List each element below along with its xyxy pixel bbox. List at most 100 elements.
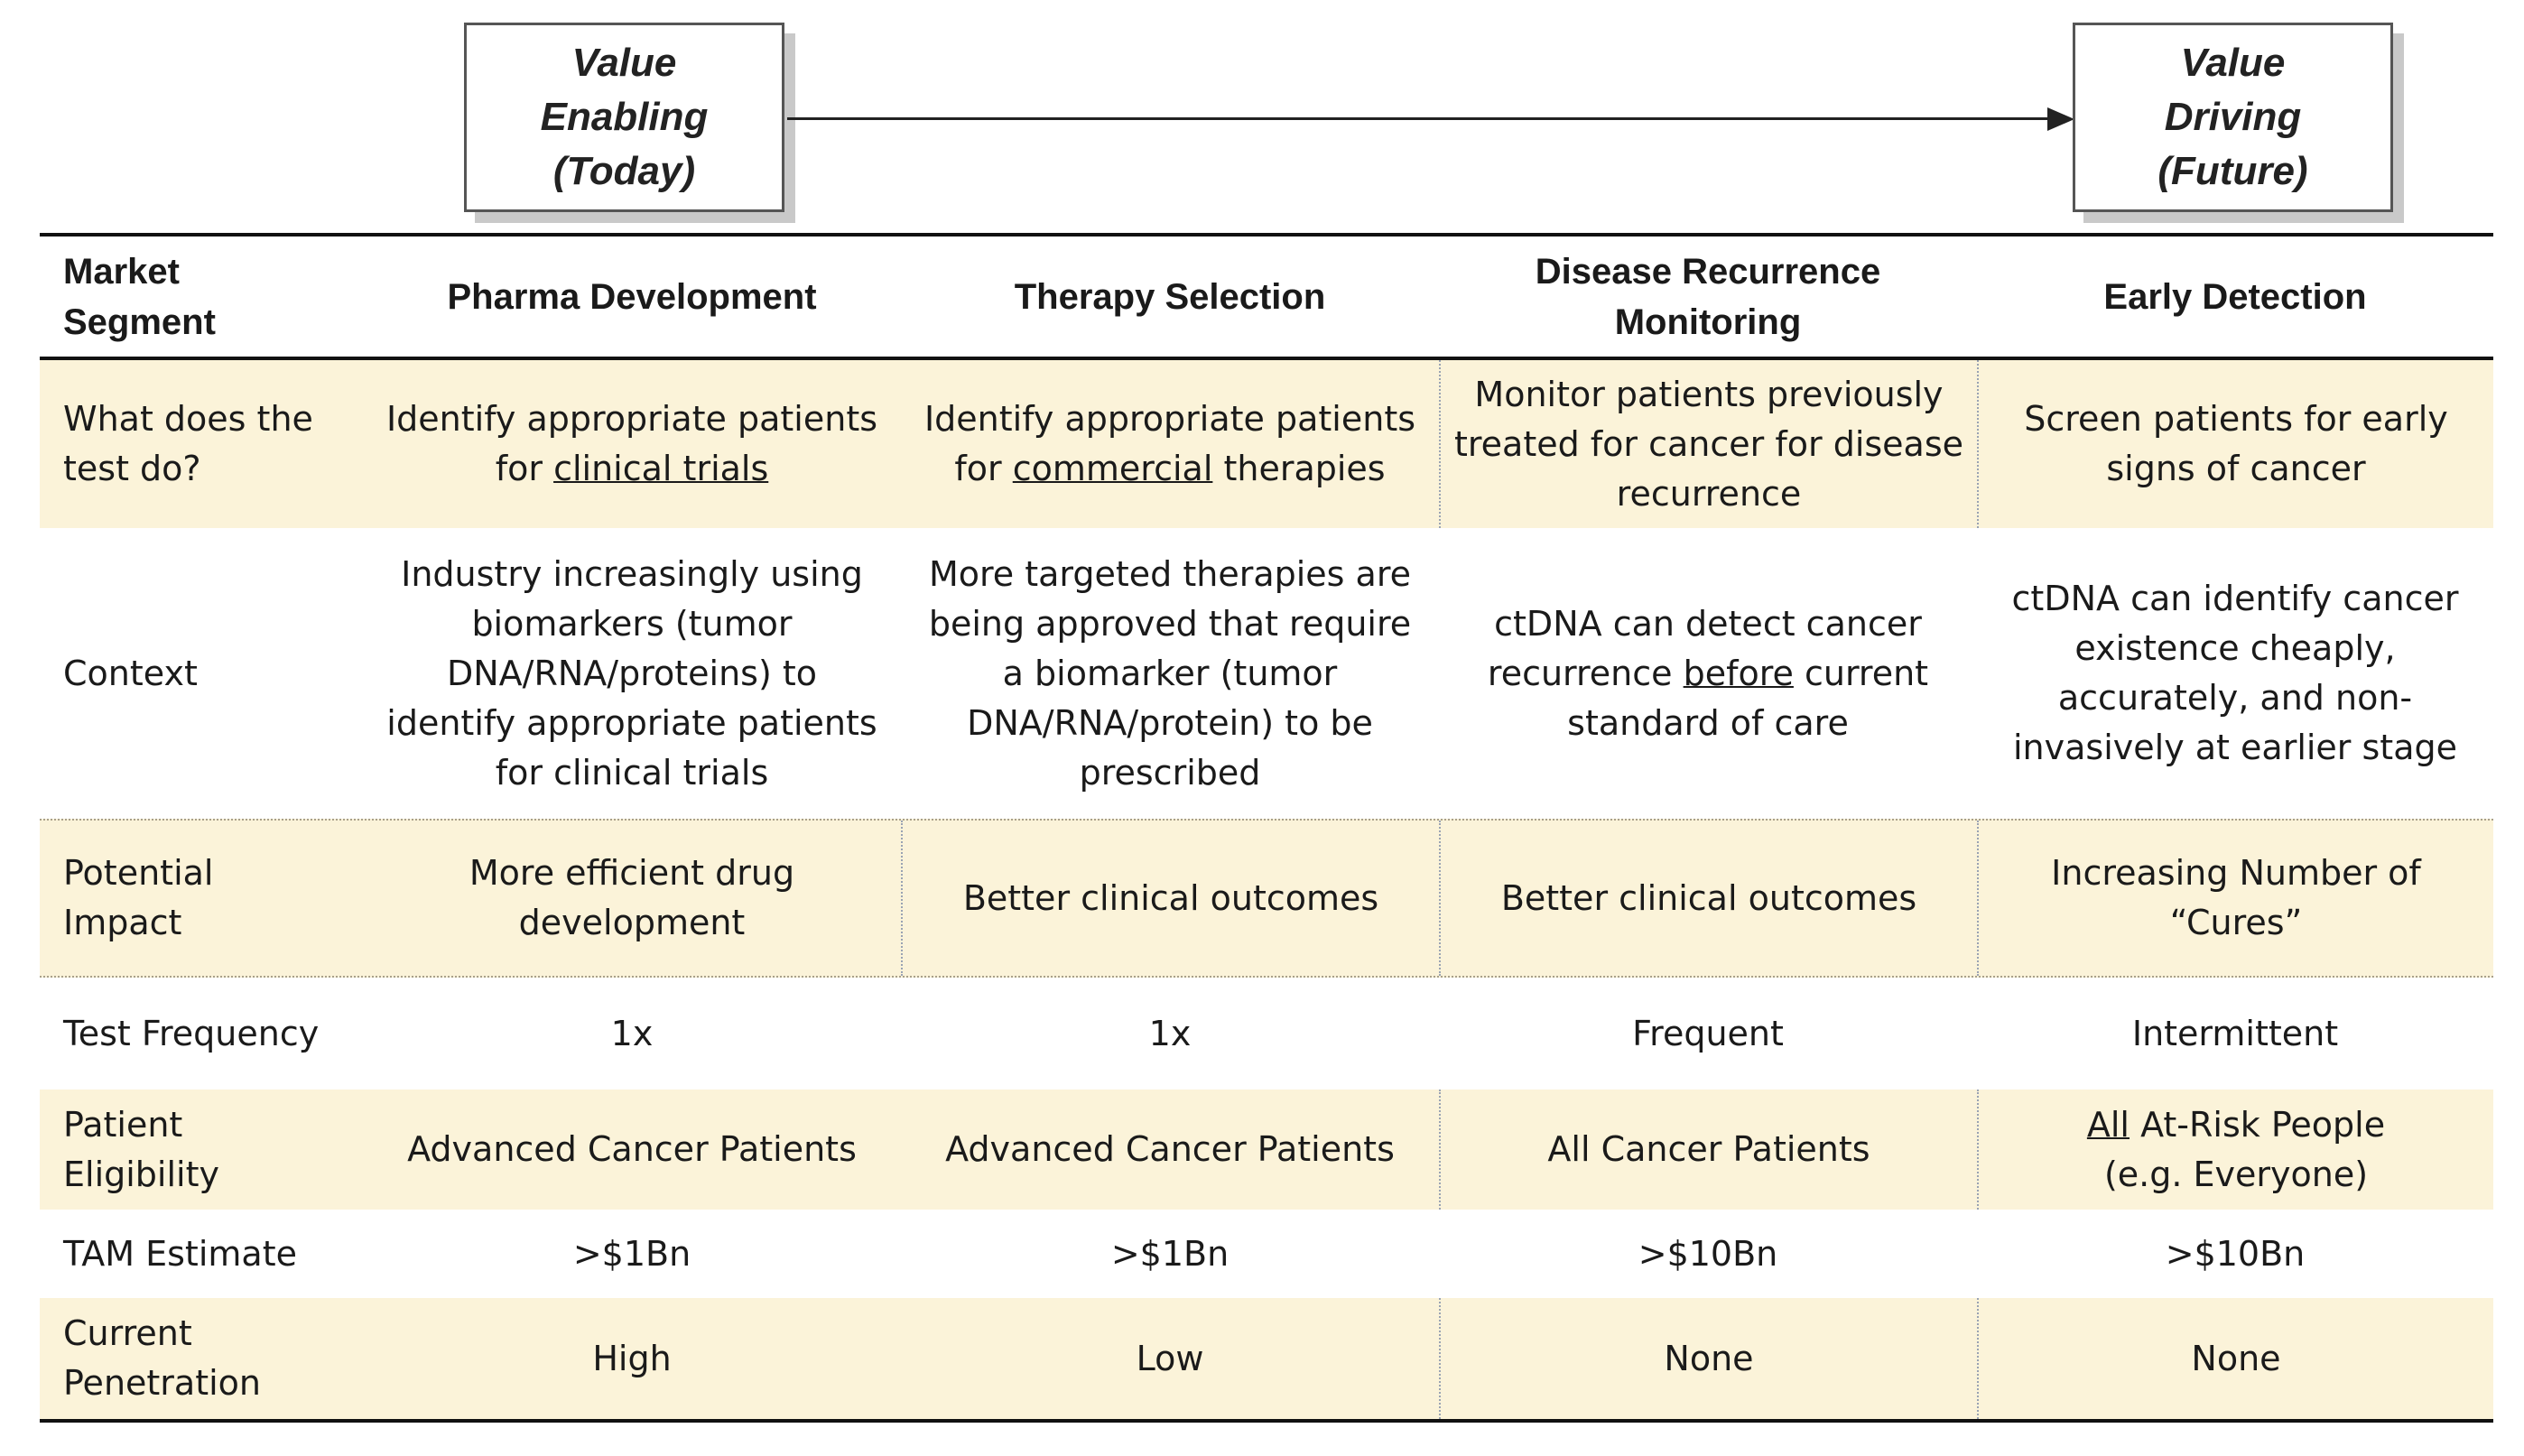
text: Identify appropriate patients bbox=[923, 399, 1416, 439]
table-cell: Identify appropriate patients for clinica… bbox=[363, 360, 901, 528]
table-cell: High bbox=[592, 1338, 672, 1378]
underlined-text: before bbox=[1683, 653, 1794, 693]
table-cell: ctDNA can detect cancer recurrence before… bbox=[1439, 528, 1977, 819]
table-cell: Identify appropriate patients for commerc… bbox=[901, 360, 1439, 528]
text: for clinical trials bbox=[495, 752, 769, 793]
text: Current bbox=[63, 1313, 192, 1353]
table-cell: Industry increasingly using biomarkers (t… bbox=[363, 528, 901, 819]
text: recurrence bbox=[1487, 653, 1684, 693]
table-cell: Advanced Cancer Patients bbox=[945, 1129, 1395, 1169]
text: signs of cancer bbox=[2106, 449, 2366, 488]
row-label: Context bbox=[63, 653, 198, 693]
text: for bbox=[954, 449, 1013, 488]
text: identify appropriate patients bbox=[386, 702, 877, 743]
table-cell: Better clinical outcomes bbox=[901, 821, 1439, 976]
text: Screen patients for early bbox=[2024, 399, 2448, 439]
underlined-text: commercial bbox=[1012, 449, 1213, 488]
text: DNA/RNA/proteins) to bbox=[446, 653, 818, 693]
box-line: Value bbox=[571, 41, 677, 85]
text: Penetration bbox=[63, 1363, 262, 1403]
table-cell: All At-Risk People(e.g. Everyone) bbox=[1977, 1090, 2493, 1210]
value-enabling-box: Value Enabling (Today) bbox=[464, 23, 784, 212]
table-cell: Frequent bbox=[1632, 1013, 1784, 1053]
table-cell: Better clinical outcomes bbox=[1439, 821, 1977, 976]
text: ctDNA can identify cancer bbox=[2011, 579, 2459, 618]
header-early-detection: Early Detection bbox=[2103, 276, 2367, 317]
table-cell: >$10Bn bbox=[1638, 1233, 1778, 1274]
text: Patient bbox=[63, 1104, 183, 1145]
table-cell: >$1Bn bbox=[1110, 1233, 1230, 1274]
row-label: TAM Estimate bbox=[63, 1233, 297, 1274]
box-line: Enabling bbox=[540, 95, 709, 139]
table-cell: >$10Bn bbox=[2165, 1233, 2306, 1274]
text: At-Risk People bbox=[2130, 1104, 2386, 1145]
text: What does the bbox=[63, 399, 313, 439]
table-cell: None bbox=[1439, 1298, 1977, 1419]
table-cell: Low bbox=[1136, 1338, 1204, 1378]
text: invasively at earlier stage bbox=[2013, 728, 2457, 767]
table-cell: Increasing Number of “Cures” bbox=[1977, 821, 2493, 976]
text: for bbox=[495, 449, 554, 488]
text: therapies bbox=[1212, 449, 1386, 488]
text: development bbox=[518, 903, 746, 942]
text: a biomarker (tumor bbox=[1002, 653, 1338, 693]
row-context: Context Industry increasingly using bioma… bbox=[40, 528, 2493, 819]
text: DNA/RNA/protein) to be bbox=[967, 702, 1373, 743]
text: recurrence bbox=[1616, 473, 1802, 514]
box-line: Driving bbox=[2164, 95, 2302, 139]
text: accurately, and non- bbox=[2057, 678, 2413, 718]
table-cell: 1x bbox=[610, 1013, 654, 1053]
text: Disease Recurrence bbox=[1535, 251, 1881, 292]
text: More efficient drug bbox=[469, 853, 795, 893]
text: Potential bbox=[63, 853, 214, 893]
table-cell: >$1Bn bbox=[572, 1233, 691, 1274]
text: Monitor patients previously bbox=[1474, 374, 1944, 414]
text: Monitoring bbox=[1614, 301, 1802, 342]
text: treated for cancer for disease bbox=[1453, 423, 1964, 464]
row-label: Test Frequency bbox=[63, 1013, 320, 1053]
text: existence cheaply, bbox=[2074, 628, 2396, 668]
row-tam-estimate: TAM Estimate >$1Bn >$1Bn >$10Bn >$10Bn bbox=[40, 1210, 2493, 1298]
table-cell: Intermittent bbox=[2131, 1013, 2339, 1053]
text: Segment bbox=[63, 301, 216, 342]
table-cell: 1x bbox=[1148, 1013, 1192, 1053]
arrow-head-icon bbox=[2047, 107, 2074, 131]
text: Increasing Number of bbox=[2051, 853, 2421, 893]
row-what-does-test-do: What does the test do? Identify appropria… bbox=[40, 360, 2493, 528]
table-cell: Advanced Cancer Patients bbox=[407, 1129, 857, 1169]
text: ctDNA can detect cancer bbox=[1494, 603, 1922, 644]
text: Market bbox=[63, 251, 180, 292]
text: “Cures” bbox=[2169, 903, 2303, 942]
row-label: What does the test do? bbox=[40, 360, 363, 528]
text: Identify appropriate patients bbox=[385, 399, 878, 439]
box-line: (Today) bbox=[552, 149, 696, 193]
value-driving-box: Value Driving (Future) bbox=[2073, 23, 2393, 212]
row-test-frequency: Test Frequency 1x 1x Frequent Intermitte… bbox=[40, 978, 2493, 1090]
header-therapy-selection: Therapy Selection bbox=[1014, 276, 1326, 317]
text: prescribed bbox=[1079, 752, 1261, 793]
box-line: Value bbox=[2180, 41, 2286, 85]
text: test do? bbox=[63, 449, 201, 488]
progression-arrow-line bbox=[787, 117, 2049, 120]
text: Industry increasingly using bbox=[401, 553, 863, 594]
table-cell: Screen patients for early signs of cancer bbox=[1977, 360, 2493, 528]
text: being approved that require bbox=[928, 603, 1412, 644]
table-cell: More efficient drug development bbox=[363, 821, 901, 976]
text: current bbox=[1793, 653, 1929, 693]
table-cell: Monitor patients previously treated for c… bbox=[1439, 360, 1977, 528]
header-pharma-development: Pharma Development bbox=[447, 276, 817, 317]
table-cell: ctDNA can identify cancer existence cheap… bbox=[1977, 528, 2493, 819]
text: More targeted therapies are bbox=[928, 553, 1412, 594]
table-cell: More targeted therapies are being approve… bbox=[901, 528, 1439, 819]
text: biomarkers (tumor bbox=[471, 603, 793, 644]
text: standard of care bbox=[1567, 702, 1849, 743]
underlined-text: clinical trials bbox=[553, 449, 769, 488]
